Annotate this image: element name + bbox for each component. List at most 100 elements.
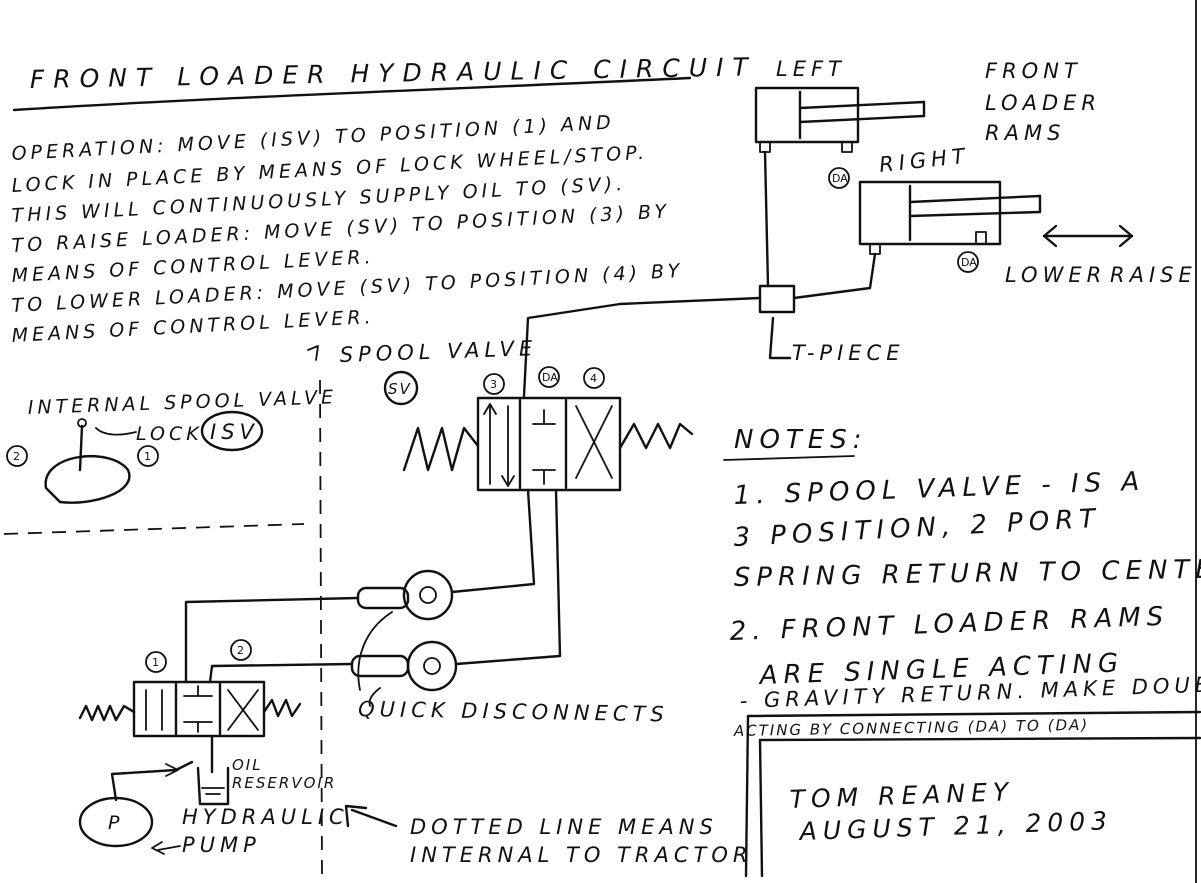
- pump-label-hydraulic: HYDRAULIC: [182, 805, 349, 829]
- qd-pointer-lower: [368, 687, 381, 707]
- internal-valve-block-top: [183, 685, 213, 697]
- spool-valve-arrow-down-head: [501, 475, 515, 487]
- internal-valve-pos2-circle: [230, 639, 252, 661]
- pipe-left-ram-to-tpiece: [763, 150, 770, 288]
- isv-tag-circle: [200, 410, 264, 452]
- note-1-line-3: SPRING RETURN TO CENTER: [734, 554, 1201, 593]
- isv-lever-knob: [77, 418, 87, 428]
- pipe-right-ram-to-tpiece: [792, 252, 877, 300]
- pipe-pump-arrow: [165, 763, 179, 777]
- qd-upper-body: [356, 586, 410, 610]
- dotted-note-arrow: [344, 804, 398, 828]
- qd-upper-coupler: [402, 569, 454, 621]
- right-ram-port-left: [869, 243, 881, 255]
- t-piece-label: T-PIECE: [792, 341, 904, 365]
- spool-valve-block-bottom: [532, 469, 556, 485]
- note-2-line-1: 2. FRONT LOADER RAMS: [729, 602, 1169, 647]
- pipe-tpiece-to-spool: [522, 296, 762, 398]
- spool-valve-cross-b: [575, 405, 613, 479]
- dotted-line-note: DOTTED LINE MEANS INTERNAL TO TRACTOR: [344, 804, 752, 867]
- qd-lower-coupler: [406, 640, 458, 692]
- right-ram-label: RIGHT: [878, 144, 971, 177]
- rams-label-loader: LOADER: [985, 91, 1101, 115]
- spool-da: DA: [542, 371, 558, 384]
- pump-circle: [78, 796, 154, 848]
- left-ram-port-left: [759, 141, 771, 153]
- quick-disconnects-label: QUICK DISCONNECTS: [358, 697, 669, 726]
- raise-label: RAISE: [1110, 263, 1197, 287]
- left-ram-label: LEFT: [776, 57, 846, 81]
- internal-valve-pos2: 2: [237, 644, 244, 657]
- spool-valve-spring-right: [618, 422, 694, 450]
- left-ram-da-badge: [828, 167, 850, 189]
- title-underline: [12, 76, 692, 112]
- isv-lock-pointer: [95, 427, 137, 436]
- isv-pos2-circle: [6, 445, 28, 467]
- spool-pos4: 4: [590, 372, 597, 385]
- spool-valve-arrow-up-head: [483, 403, 497, 415]
- internal-spool-valve: INTERNAL SPOOL VALVE LOCK ISV 2 1: [6, 386, 337, 504]
- oil-reservoir: OIL RESERVOIR: [196, 756, 336, 806]
- qd-lower-center: [423, 657, 441, 675]
- isv-pos2: 2: [13, 450, 20, 463]
- spool-pos4-circle: [583, 367, 605, 389]
- left-ram-port-right: [841, 141, 853, 153]
- internal-valve-pos1-circle: [145, 651, 167, 673]
- t-piece: T-PIECE: [758, 284, 904, 365]
- reservoir-label-reservoir: RESERVOIR: [232, 774, 336, 792]
- internal-valve-block-bottom: [183, 721, 213, 733]
- pipe-spool-to-qd-lower: [454, 488, 562, 666]
- spool-valve-label: SPOOL VALVE: [339, 336, 537, 367]
- spool-valve-tag: SV: [388, 380, 412, 398]
- spool-valve-spring-left: [402, 426, 480, 472]
- internal-valve-spring-left: [78, 704, 136, 722]
- pipe-spool-to-qd-upper: [450, 488, 536, 594]
- right-ram-port-right: [975, 231, 987, 245]
- dotted-note-line-2: INTERNAL TO TRACTOR: [410, 843, 752, 867]
- double-arrow-left-head: [1042, 224, 1058, 248]
- notes-heading-underline: [723, 455, 855, 461]
- left-ram-rod-bottom: [798, 114, 926, 124]
- page-title: FRONT LOADER HYDRAULIC CIRCUIT: [30, 52, 757, 94]
- spool-valve-tag-circle: [383, 370, 419, 406]
- left-ram: LEFT DA: [754, 57, 926, 189]
- pipe-pump-to-valve: [110, 760, 194, 802]
- spool-pos3-circle: [483, 373, 505, 395]
- note-1-line-2: 3 POSITION, 2 PORT: [733, 504, 1102, 553]
- right-ram-da-badge: [957, 251, 979, 273]
- isv-lever: [78, 424, 84, 472]
- internal-valve: 1 2: [78, 639, 302, 738]
- t-piece-body: [758, 284, 796, 314]
- pipe-valve-port2-to-qd: [208, 662, 354, 684]
- note-2-line-4: ACTING BY CONNECTING (DA) TO (DA): [733, 716, 1090, 740]
- internal-valve-spring-right: [262, 698, 302, 718]
- isv-lock-label: LOCK: [136, 423, 203, 445]
- pump-label-arrow: [151, 841, 181, 855]
- signature-box-outer: [744, 710, 1201, 878]
- internal-valve-cross-b: [227, 689, 259, 731]
- internal-valve-body: [132, 680, 266, 738]
- right-ram-rod-bottom: [908, 210, 1042, 218]
- left-ram-rod-top: [798, 100, 926, 110]
- rams-label-front: FRONT: [985, 59, 1082, 83]
- isv-tag: ISV: [210, 420, 259, 444]
- rams-label-rams: RAMS: [985, 121, 1065, 145]
- left-ram-da-text: DA: [832, 172, 848, 185]
- operation-text: OPERATION: MOVE (ISV) TO POSITION (1) AN…: [11, 111, 684, 347]
- signature-box-inner: [758, 736, 1201, 878]
- right-ram-rod-top: [908, 194, 1042, 204]
- notes-heading: NOTES:: [734, 425, 868, 455]
- lower-raise-indicator: LOWER RAISE: [1005, 224, 1197, 287]
- spool-valve-block-top: [532, 409, 556, 425]
- isv-pos1: 1: [144, 450, 151, 463]
- spool-pos3: 3: [490, 378, 497, 391]
- qd-pointer-upper: [357, 611, 393, 691]
- tractor-boundary-vertical: [319, 379, 323, 877]
- internal-valve-pos1: 1: [152, 656, 159, 669]
- dotted-note-line-1: DOTTED LINE MEANS: [410, 815, 718, 839]
- lower-label: LOWER: [1005, 263, 1106, 287]
- notes: NOTES: 1. SPOOL VALVE - IS A 3 POSITION,…: [723, 425, 1201, 740]
- pump-symbol: P: [108, 812, 123, 834]
- pipe-valve-port1-to-qd: [184, 596, 360, 684]
- internal-spool-label: INTERNAL SPOOL VALVE: [27, 386, 337, 419]
